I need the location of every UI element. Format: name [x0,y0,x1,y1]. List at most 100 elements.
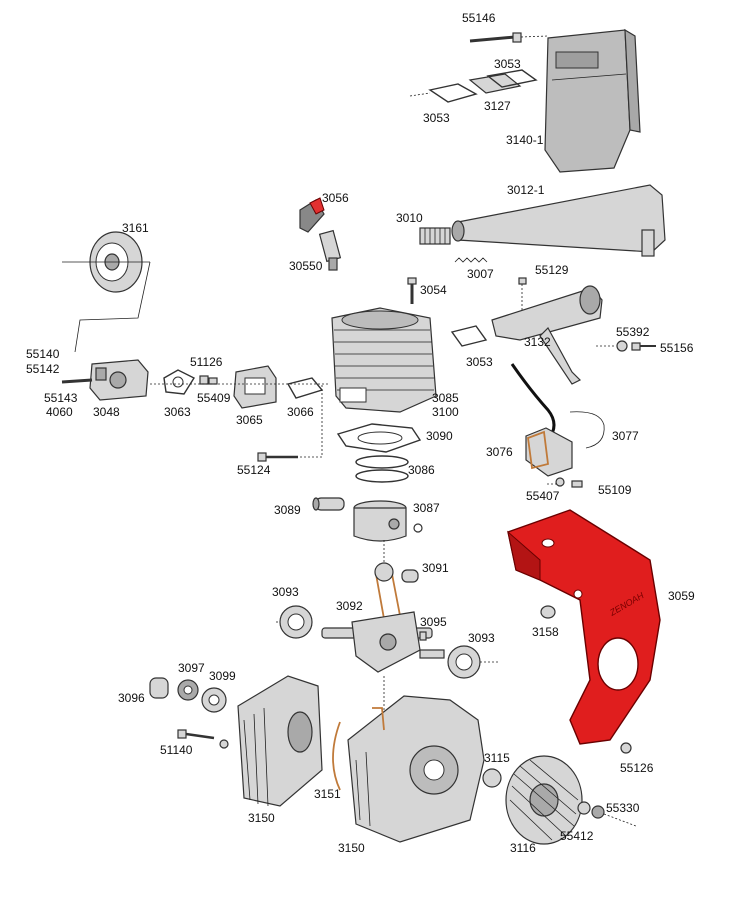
bearing-3093-left-part [279,605,313,639]
spacer-3158-part [540,605,556,619]
label-55140: 55140 [26,347,60,361]
label-55124: 55124 [237,463,271,477]
crankcase-left-part [237,675,323,807]
label-3085: 3085 [432,391,459,405]
label-3115: 3115 [484,751,510,765]
label-3150-left: 3150 [248,811,275,825]
base-gasket-3090-part [336,423,422,453]
flywheel-3116-part [505,755,583,845]
label-3140-1: 3140-1 [506,133,544,147]
bolt-51140-part [177,729,229,749]
label-4060: 4060 [46,405,73,419]
bearing-3093-right-part [447,645,481,679]
label-3151: 3151 [314,787,341,801]
label-3093-right: 3093 [468,631,495,645]
label-55109: 55109 [598,483,632,497]
bearing-3099-part [201,687,227,713]
part-labels: 55146 3053 3127 3053 3140-1 3056 3012-1 … [26,11,695,855]
seal-3115-part [482,768,502,788]
label-3091: 3091 [422,561,449,575]
muffler-housing-part [544,28,641,173]
exhaust-pipe-part [451,184,666,257]
crankshaft-part [321,611,445,673]
bolt-55124-part [257,384,323,462]
label-55409: 55409 [197,391,231,405]
conrod-3092-part [374,562,404,632]
label-3090: 3090 [426,429,453,443]
carb-gasket-3063-part [163,369,196,395]
spark-plug-30550-part [318,229,342,271]
label-3056: 3056 [322,191,349,205]
guard-3059-part: ZENOAH [507,509,661,745]
label-55143: 55143 [44,391,78,405]
manifold-3132-part [450,285,603,385]
label-3007: 3007 [467,267,494,281]
plug-cap-3056-part [299,197,325,233]
intake-3065-part [233,365,277,409]
cylinder-3085-part [331,307,437,413]
key-3095-part [419,631,427,641]
label-3127: 3127 [484,99,511,113]
label-3132: 3132 [524,335,551,349]
bolt-55146-part [469,32,549,43]
label-3100: 3100 [432,405,459,419]
label-3063: 3063 [164,405,191,419]
carburetor-3048-part [61,359,149,401]
label-3048: 3048 [93,405,120,419]
label-3053-right: 3053 [466,355,493,369]
label-3054: 3054 [420,283,447,297]
screw-55407-part [547,477,583,488]
label-3116: 3116 [510,841,536,855]
label-55142: 55142 [26,362,60,376]
screw-55126-part [620,742,632,754]
label-55129: 55129 [535,263,569,277]
label-3053-left: 3053 [423,111,450,125]
label-55146: 55146 [462,11,496,25]
spring-3010-part [419,227,451,245]
bolt-3054-part [407,277,417,304]
label-3077: 3077 [612,429,639,443]
label-55330: 55330 [606,801,640,815]
label-51140: 51140 [160,743,193,757]
label-3150-right: 3150 [338,841,365,855]
crankcase-right-part [347,695,485,843]
clip-part [413,523,423,533]
bolt-55129-part [518,277,527,310]
gasket-3151-part [332,721,341,791]
spring-3007-part [454,257,488,263]
label-51126: 51126 [190,355,223,369]
piston-rings-3086-part [355,455,409,483]
piston-3087-part [353,500,407,542]
label-30550: 30550 [289,259,323,273]
label-3010: 3010 [396,211,423,225]
pulley-3161-part [62,231,151,353]
label-55156: 55156 [660,341,694,355]
label-3092: 3092 [336,599,363,613]
label-3086: 3086 [408,463,435,477]
screw-55409-part [199,375,218,385]
label-3059: 3059 [668,589,695,603]
label-55392: 55392 [616,325,650,339]
washer-nut-55412-part [577,801,637,827]
label-3076: 3076 [486,445,513,459]
label-3066: 3066 [287,405,314,419]
label-3012-1: 3012-1 [507,183,545,197]
sprocket-3097-part [177,679,199,701]
label-3053-top: 3053 [494,57,521,71]
gasket-3066-part [286,377,324,399]
label-55407: 55407 [526,489,560,503]
label-55126: 55126 [620,761,654,775]
label-3089: 3089 [274,503,301,517]
label-3161: 3161 [122,221,149,235]
label-3096: 3096 [118,691,145,705]
ignition-coil-part [510,363,605,477]
label-55412: 55412 [560,829,594,843]
bushing-3091-part [401,569,419,583]
label-3099: 3099 [209,669,236,683]
bushing-3096-part [149,677,169,699]
label-3065: 3065 [236,413,263,427]
label-3158: 3158 [532,625,559,639]
piston-pin-3089-part [312,497,345,511]
muffler-gaskets-part [409,69,538,103]
